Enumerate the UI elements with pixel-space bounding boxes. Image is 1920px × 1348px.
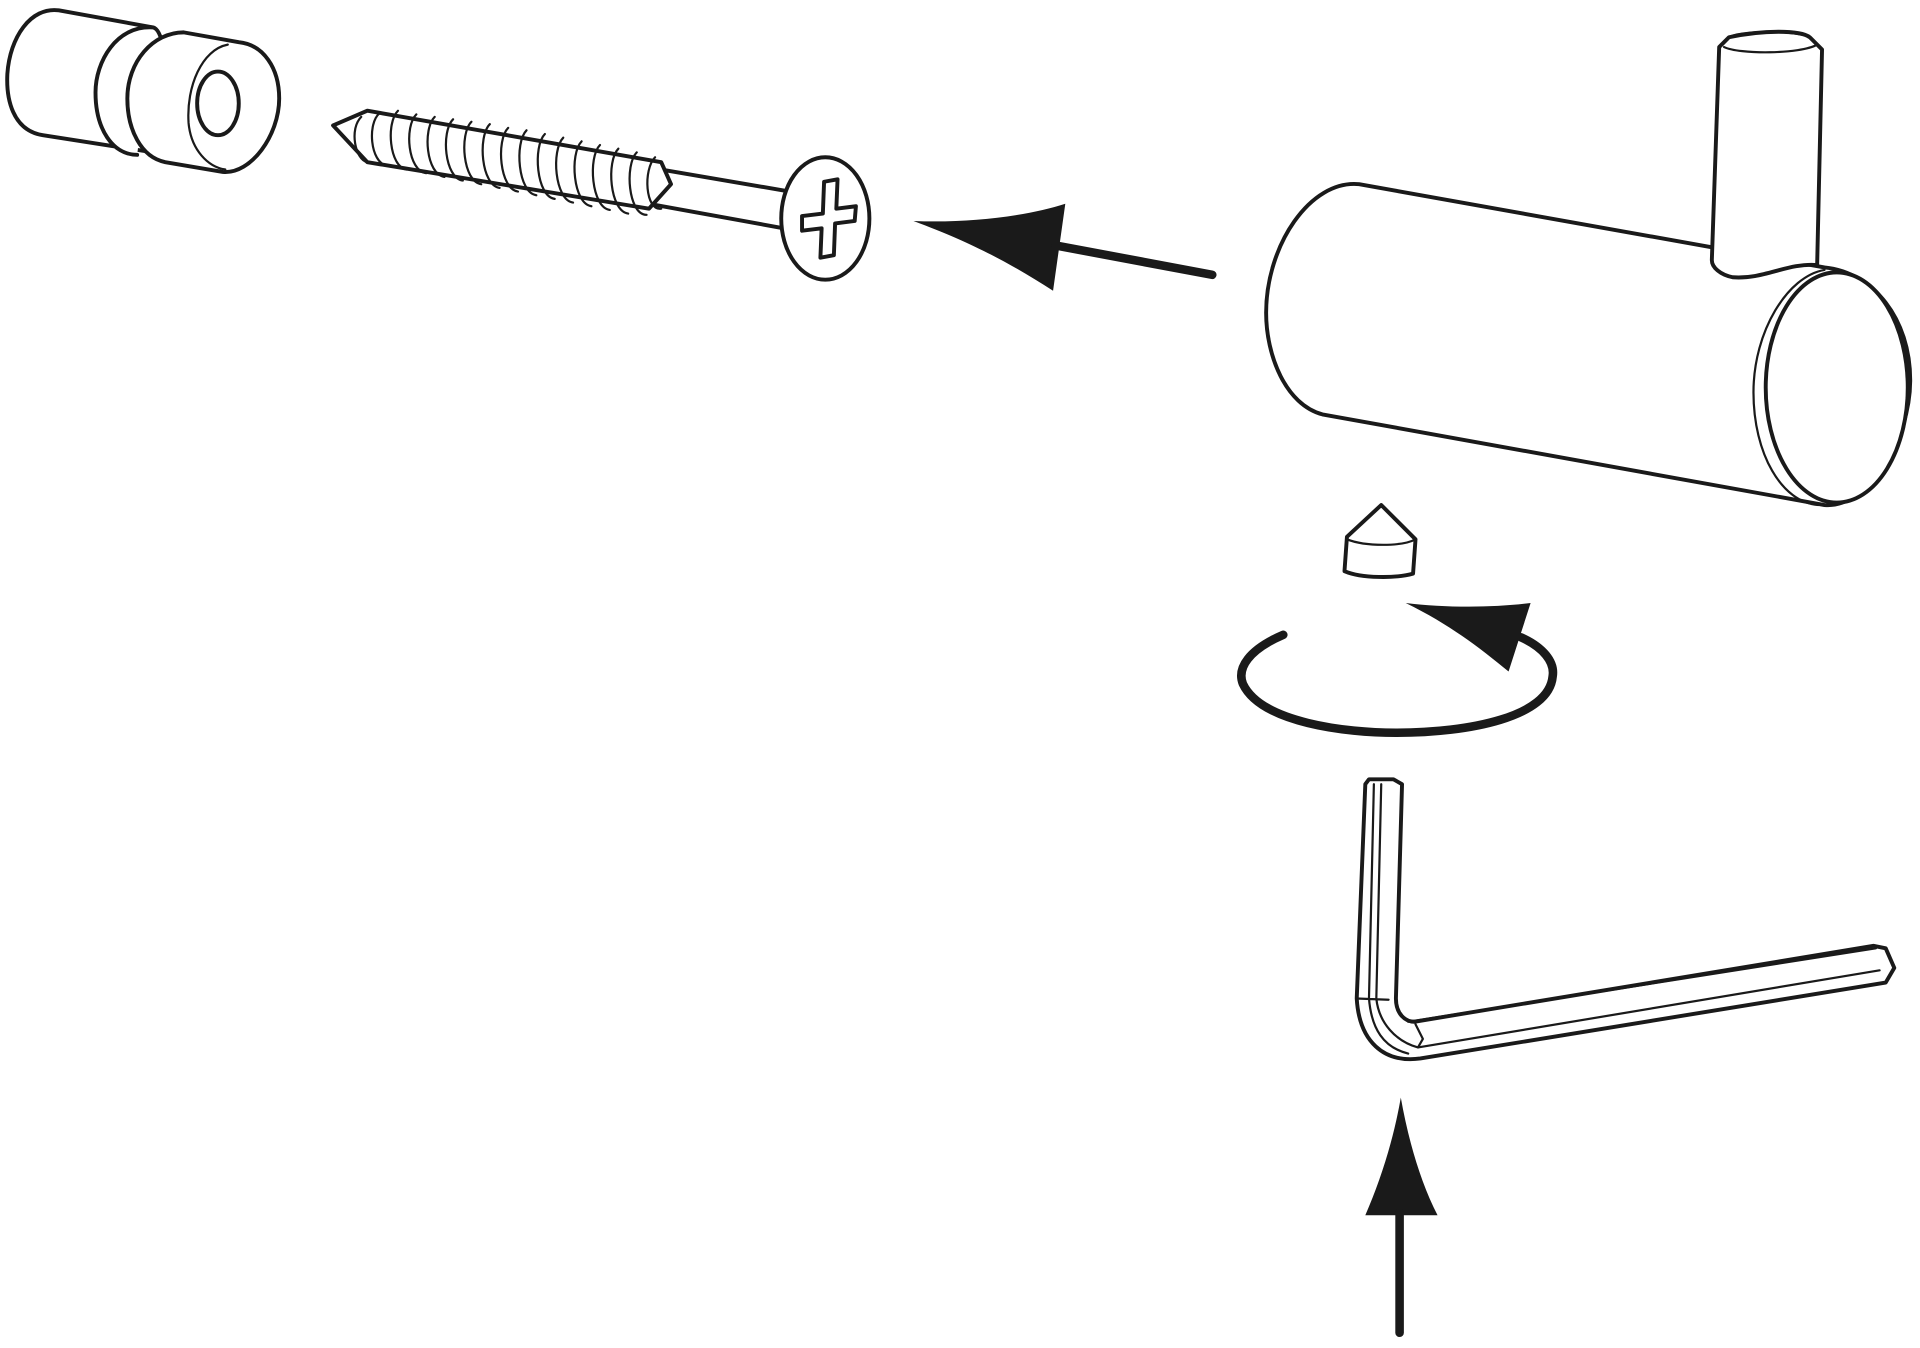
hook — [1264, 29, 1913, 507]
hex-key — [1354, 777, 1897, 1062]
screw — [331, 108, 872, 282]
insert-arrow-up — [1365, 1097, 1438, 1338]
insert-arrow-left — [913, 203, 1217, 291]
grub-screw — [1342, 503, 1418, 579]
wall-plug — [5, 8, 282, 174]
rotate-arrow — [1237, 602, 1558, 738]
